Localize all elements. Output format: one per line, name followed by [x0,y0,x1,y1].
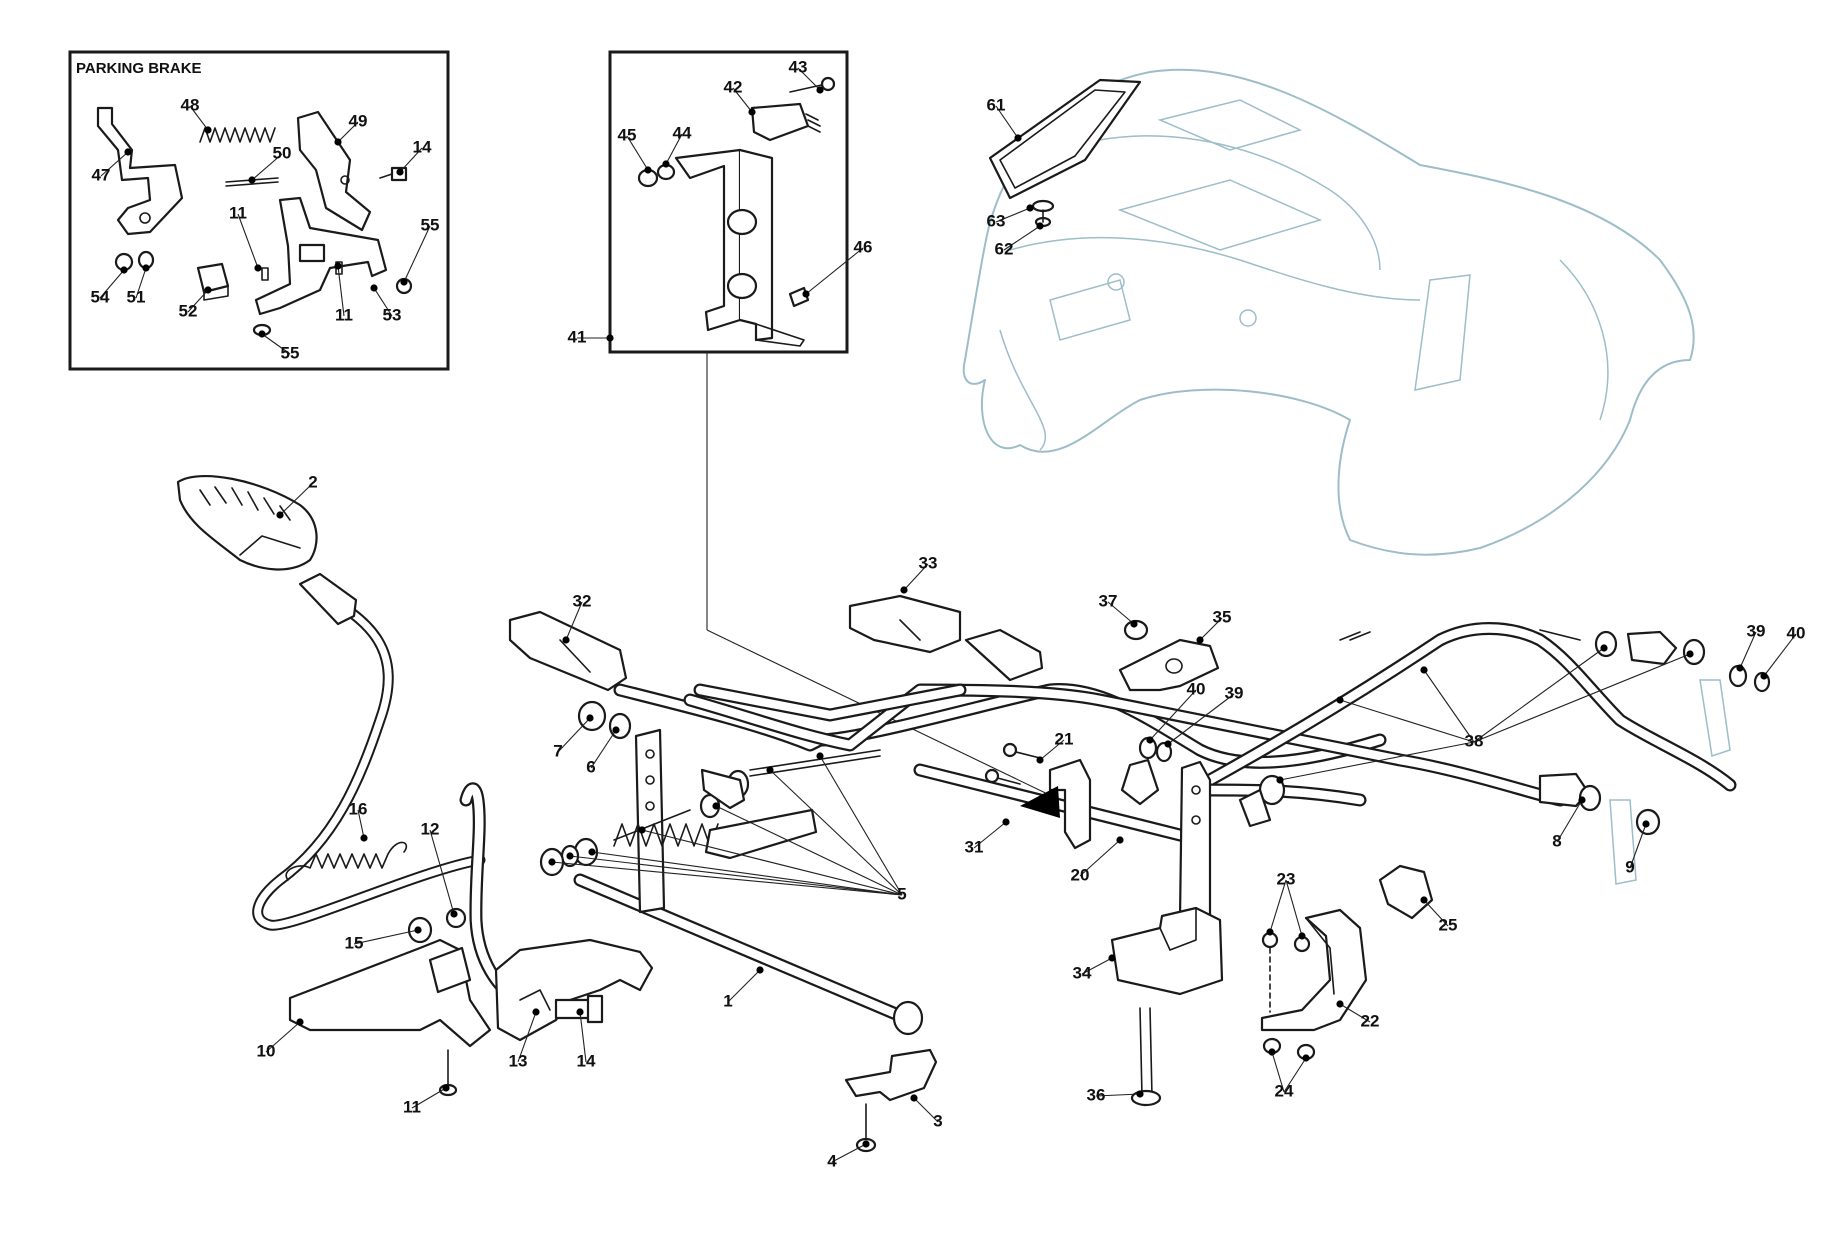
callout-label-33: 33 [919,553,938,572]
callout-label-42: 42 [724,77,743,96]
callout-label-62: 62 [995,239,1014,258]
callout-label-36: 36 [1087,1085,1106,1104]
callout-label-12: 12 [421,819,440,838]
callout-label-44: 44 [673,123,692,142]
center-vertical-bracket [634,728,666,914]
callout-label-15: 15 [345,933,364,952]
part-16-spring [285,841,408,881]
part-5-spring-assembly [539,749,881,877]
callout-label-45: 45 [618,125,637,144]
callout-label-41: 41 [568,327,587,346]
part-32-pad [508,610,628,692]
part-36-bolt [1130,1007,1162,1107]
part-21-bolts [984,742,1041,785]
callout-label-14: 14 [577,1051,596,1070]
callout-label-14: 14 [413,137,432,156]
part-24-nuts [1262,1037,1316,1061]
part-35-clamp [1118,638,1220,692]
callout-label-38: 38 [1465,731,1484,750]
callout-label-10: 10 [257,1041,276,1060]
callout-label-37: 37 [1099,591,1118,610]
callout-label-8: 8 [1552,831,1561,850]
rear-fender-body [962,68,1695,556]
part-25-block [1378,864,1434,920]
callout-label-21: 21 [1055,729,1074,748]
callout-label-40: 40 [1187,679,1206,698]
callout-label-13: 13 [509,1051,528,1070]
callout-label-39: 39 [1747,621,1766,640]
callout-label-61: 61 [987,95,1006,114]
callout-label-3: 3 [933,1111,942,1130]
part-61-pad [988,78,1142,200]
callout-label-11: 11 [403,1097,421,1116]
callout-label-7: 7 [553,741,562,760]
callout-label-51: 51 [127,287,146,306]
part-33-block [848,594,1044,682]
callout-label-55: 55 [281,343,300,362]
callout-label-54: 54 [91,287,110,306]
callout-label-1: 1 [723,991,732,1010]
callout-label-25: 25 [1439,915,1458,934]
callout-label-46: 46 [854,237,873,256]
callout-label-48: 48 [181,95,200,114]
part-8-9-fittings [1538,772,1661,836]
callout-label-50: 50 [273,143,292,162]
callout-label-32: 32 [573,591,592,610]
callout-label-9: 9 [1625,857,1634,876]
part-34-block [1110,906,1224,996]
callout-label-55: 55 [421,215,440,234]
callout-label-47: 47 [92,165,111,184]
callout-label-31: 31 [965,837,984,856]
callout-label-52: 52 [179,301,198,320]
part-38-end-fittings [1238,630,1706,828]
callout-label-24: 24 [1275,1081,1294,1100]
callout-label-43: 43 [789,57,808,76]
part-39-40-washers [1138,664,1771,763]
callout-label-49: 49 [349,111,368,130]
callout-label-11: 11 [335,305,353,324]
part-20-bracket [1020,758,1092,850]
part-10-bracket [288,938,492,1048]
part-3-bracket [844,1048,938,1153]
part-2-pedal-pad [176,475,318,571]
switch-inset [608,50,849,354]
callout-label-6: 6 [586,757,595,776]
part-23-screws [1261,931,1311,1013]
part-1-rod [573,873,924,1036]
part-22-bracket [1260,908,1368,1032]
callout-label-40: 40 [1787,623,1806,642]
callout-label-39: 39 [1225,683,1244,702]
parking-brake-title: PARKING BRAKE [76,60,202,77]
callout-label-16: 16 [349,799,368,818]
callout-label-53: 53 [383,305,402,324]
part-6-7-nut-washer [577,700,632,740]
callout-label-5: 5 [897,884,906,903]
callout-label-11: 11 [229,203,247,222]
pedal-arm [252,572,486,931]
callout-label-34: 34 [1073,963,1092,982]
upright-bracket [1120,758,1212,932]
callout-label-35: 35 [1213,607,1232,626]
callout-label-63: 63 [987,211,1006,230]
callout-label-23: 23 [1277,869,1296,888]
part-37-nut [1123,619,1149,641]
callout-label-2: 2 [308,472,317,491]
ghost-brackets-right [1609,679,1731,885]
part-12-15-nuts [407,907,467,944]
callout-label-20: 20 [1071,865,1090,884]
callout-label-22: 22 [1361,1011,1380,1030]
parking-brake-inset: PARKING BRAKE [68,50,450,371]
callout-label-4: 4 [827,1151,837,1170]
